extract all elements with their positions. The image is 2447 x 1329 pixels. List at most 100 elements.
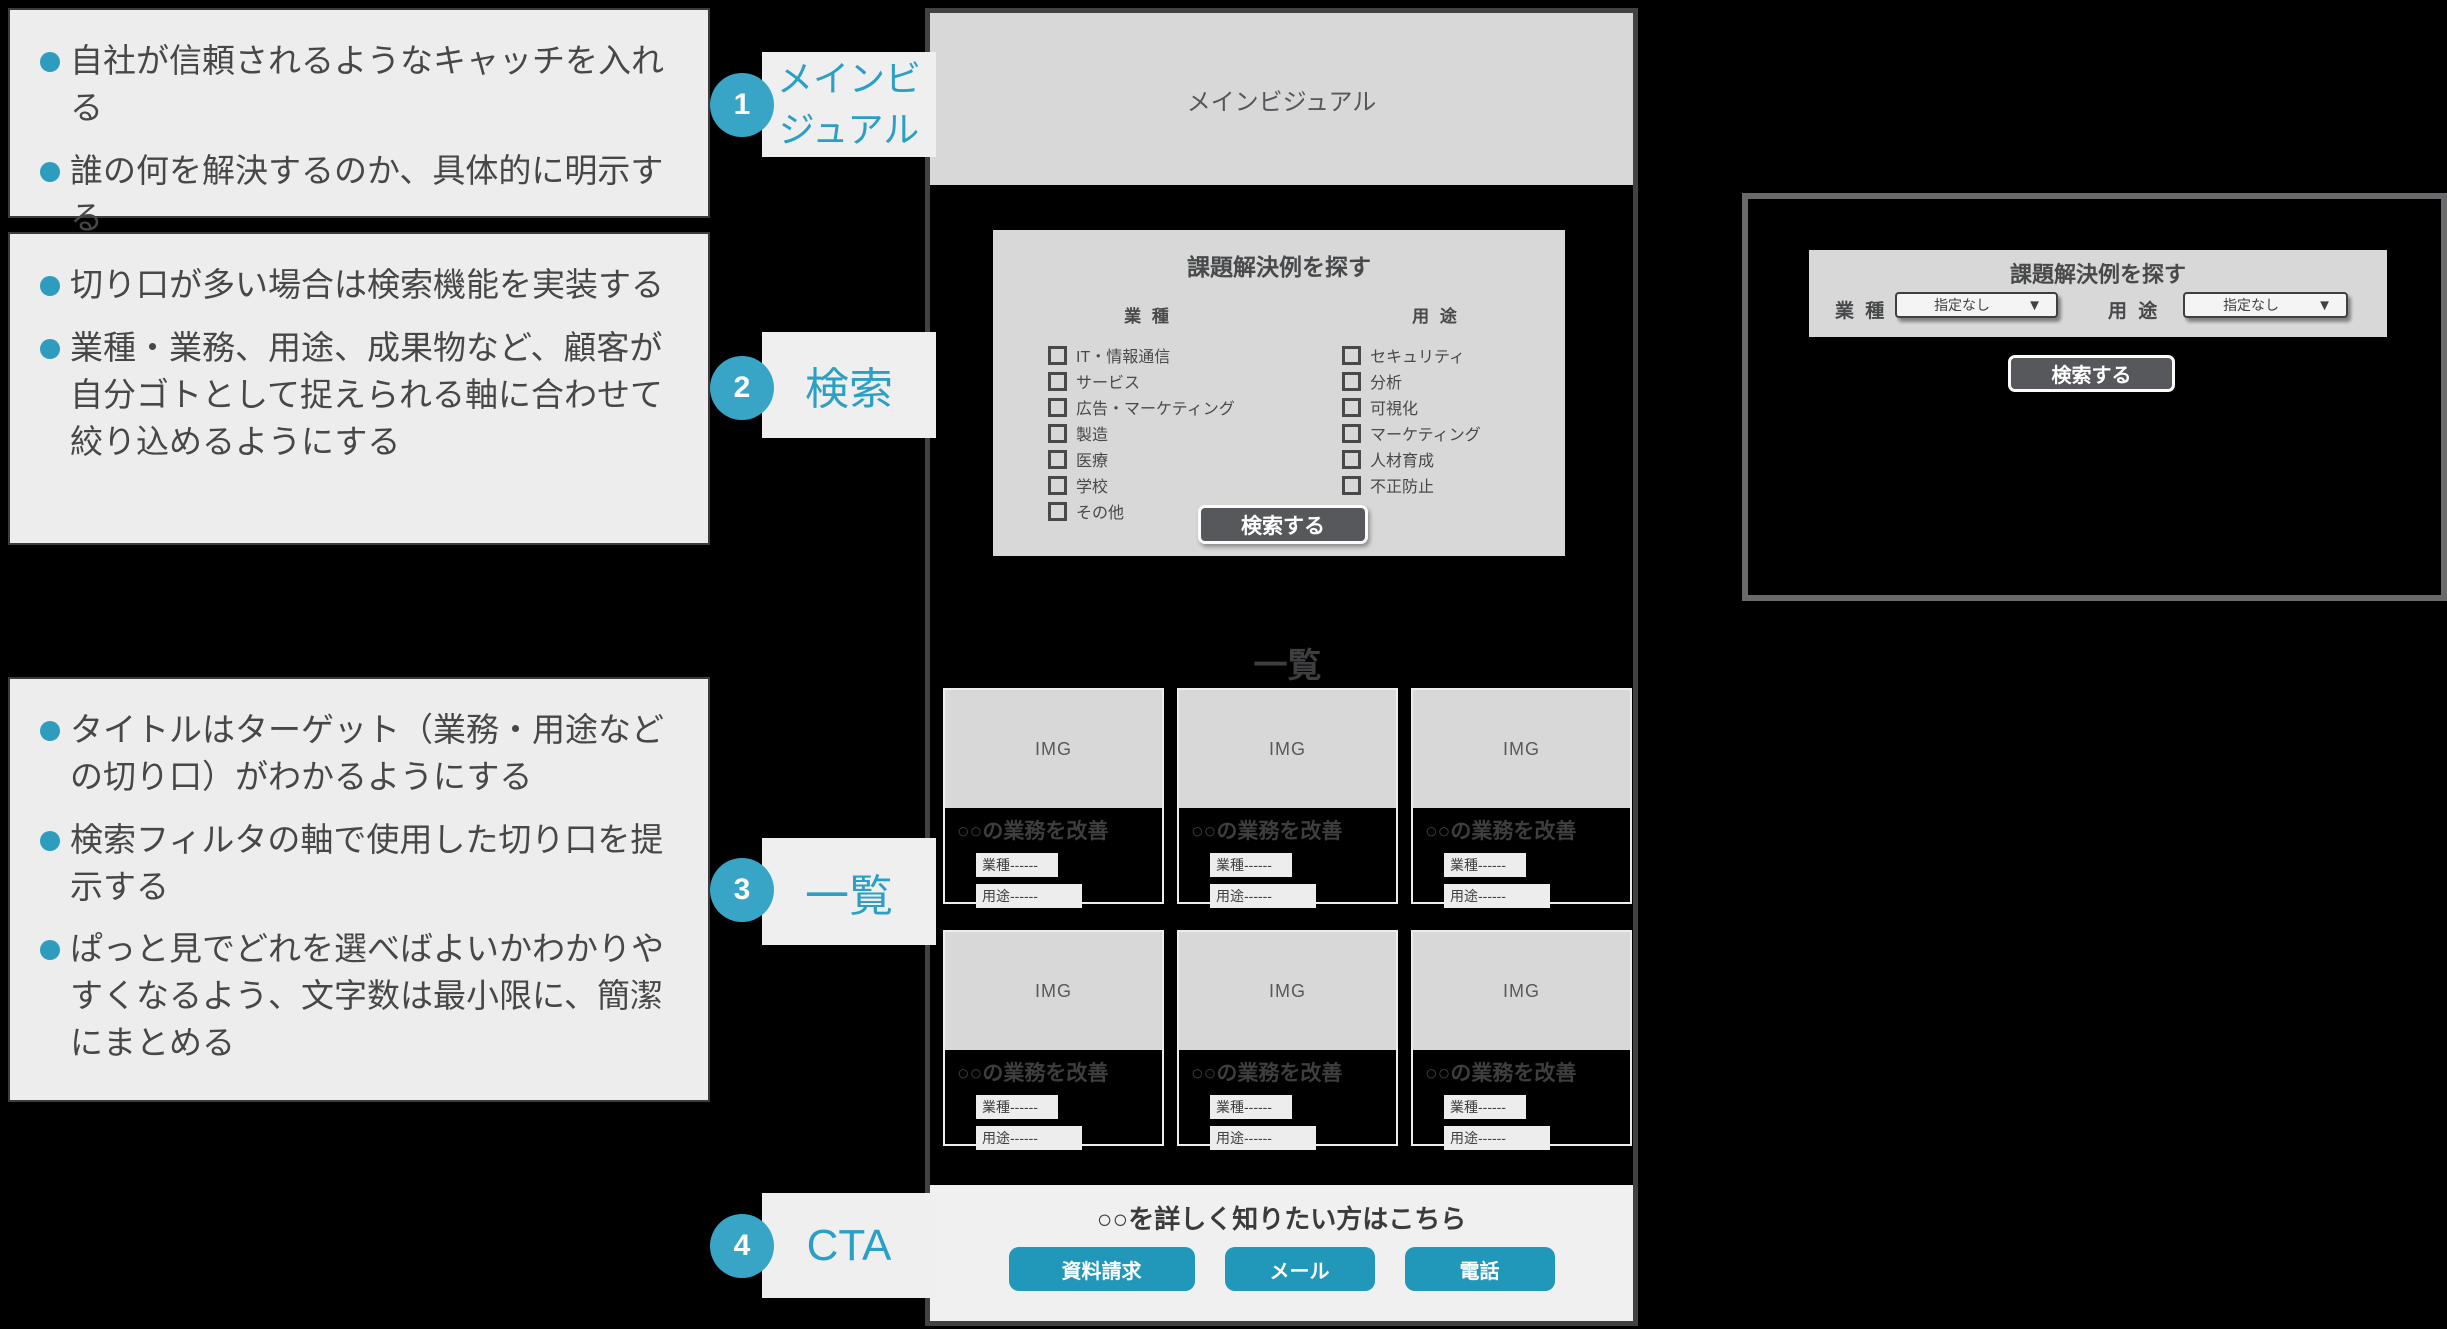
checkbox-row[interactable]: 製造 bbox=[1048, 420, 1288, 446]
note-item: 自社が信頼されるようなキャッチを入れる bbox=[40, 38, 682, 132]
industry-dropdown[interactable]: 指定なし ▼ bbox=[1895, 292, 2058, 318]
example-card[interactable]: IMG ○○の業務を改善 業種------ 用途------ bbox=[943, 930, 1164, 1150]
bullet-icon bbox=[40, 830, 60, 851]
badge-number: 4 bbox=[733, 1229, 751, 1262]
card-tag-usage: 用途------ bbox=[976, 884, 1082, 908]
cta-button-row: 資料請求 メール 電話 bbox=[930, 1247, 1633, 1291]
card-image-label: IMG bbox=[1035, 980, 1072, 1001]
checkbox-icon[interactable] bbox=[1048, 501, 1067, 521]
card-title: ○○の業務を改善 bbox=[957, 820, 1109, 843]
card-title: ○○の業務を改善 bbox=[1191, 1062, 1343, 1085]
checkbox-icon[interactable] bbox=[1048, 449, 1067, 469]
card-image-placeholder: IMG bbox=[1179, 932, 1396, 1050]
example-card[interactable]: IMG ○○の業務を改善 業種------ 用途------ bbox=[943, 688, 1164, 908]
note-text: 切り口が多い場合は検索機能を実装する bbox=[70, 266, 664, 303]
checkbox-icon[interactable] bbox=[1342, 345, 1361, 365]
section-label-list: 一覧 bbox=[762, 838, 936, 945]
card-title: ○○の業務を改善 bbox=[1191, 820, 1343, 843]
compact-search-button[interactable]: 検索する bbox=[2008, 355, 2175, 392]
checkbox-label: 可視化 bbox=[1370, 401, 1419, 418]
checkbox-row[interactable]: マーケティング bbox=[1342, 420, 1582, 446]
note-box-search: 切り口が多い場合は検索機能を実装する 業種・業務、用途、成果物など、顧客が自分ゴ… bbox=[8, 232, 710, 545]
card-image-label: IMG bbox=[1269, 738, 1306, 759]
example-card[interactable]: IMG ○○の業務を改善 業種------ 用途------ bbox=[1411, 930, 1632, 1150]
card-image-placeholder: IMG bbox=[1179, 690, 1396, 808]
cta-heading: ○○を詳しく知りたい方はこちら bbox=[1096, 1204, 1467, 1234]
compact-search-button-label: 検索する bbox=[2051, 365, 2132, 387]
checkbox-row[interactable]: その他 bbox=[1048, 498, 1288, 524]
usage-field-label: 用 途 bbox=[2108, 301, 2161, 322]
card-tag-industry: 業種------ bbox=[1444, 853, 1526, 877]
card-title: ○○の業務を改善 bbox=[1425, 820, 1577, 843]
card-tag-usage: 用途------ bbox=[1444, 884, 1550, 908]
checkbox-icon[interactable] bbox=[1048, 397, 1067, 417]
card-tag-industry: 業種------ bbox=[1210, 853, 1292, 877]
bullet-icon bbox=[40, 161, 60, 182]
checkbox-label: IT・情報通信 bbox=[1076, 349, 1171, 366]
example-card[interactable]: IMG ○○の業務を改善 業種------ 用途------ bbox=[1177, 688, 1398, 908]
search-title: 課題解決例を探す bbox=[1187, 254, 1371, 280]
note-item: 切り口が多い場合は検索機能を実装する bbox=[40, 262, 682, 309]
example-card[interactable]: IMG ○○の業務を改善 業種------ 用途------ bbox=[1411, 688, 1632, 908]
checkbox-row[interactable]: 人材育成 bbox=[1342, 446, 1582, 472]
dropdown-arrow-icon: ▼ bbox=[2317, 296, 2332, 314]
checkbox-icon[interactable] bbox=[1048, 475, 1067, 495]
note-text: 検索フィルタの軸で使用した切り口を提示する bbox=[70, 820, 664, 905]
card-image-label: IMG bbox=[1269, 980, 1306, 1001]
cta-button-label: メール bbox=[1269, 1260, 1330, 1283]
checkbox-label: マーケティング bbox=[1370, 427, 1481, 444]
checkbox-icon[interactable] bbox=[1048, 345, 1067, 365]
checkbox-icon[interactable] bbox=[1048, 423, 1067, 443]
card-tag-usage: 用途------ bbox=[1210, 1126, 1316, 1150]
checkbox-label: 医療 bbox=[1076, 453, 1109, 470]
note-text: 自社が信頼されるようなキャッチを入れる bbox=[70, 42, 664, 126]
card-image-label: IMG bbox=[1503, 980, 1540, 1001]
search-button-label: 検索する bbox=[1241, 514, 1325, 538]
checkbox-label: セキュリティ bbox=[1370, 349, 1466, 366]
usage-dropdown[interactable]: 指定なし ▼ bbox=[2183, 292, 2348, 318]
bullet-icon bbox=[40, 721, 60, 741]
usage-column-header: 用 途 bbox=[1412, 307, 1460, 326]
checkbox-icon[interactable] bbox=[1342, 423, 1361, 443]
checkbox-row[interactable]: セキュリティ bbox=[1342, 342, 1582, 368]
checkbox-row[interactable]: 分析 bbox=[1342, 368, 1582, 394]
section-label-search: 検索 bbox=[762, 332, 936, 438]
checkbox-row[interactable]: 不正防止 bbox=[1342, 472, 1582, 498]
cta-button-document-request[interactable]: 資料請求 bbox=[1008, 1247, 1195, 1291]
badge-number: 3 bbox=[733, 873, 751, 906]
checkbox-row[interactable]: 学校 bbox=[1048, 472, 1288, 498]
industry-dropdown-value: 指定なし bbox=[1934, 297, 1991, 313]
checkbox-label: 人材育成 bbox=[1370, 453, 1435, 470]
checkbox-label: 学校 bbox=[1076, 479, 1109, 496]
checkbox-label: 不正防止 bbox=[1370, 479, 1435, 496]
checkbox-row[interactable]: 可視化 bbox=[1342, 394, 1582, 420]
checkbox-icon[interactable] bbox=[1048, 371, 1067, 391]
checkbox-icon[interactable] bbox=[1342, 371, 1361, 391]
example-card[interactable]: IMG ○○の業務を改善 業種------ 用途------ bbox=[1177, 930, 1398, 1150]
card-tag-usage: 用途------ bbox=[1444, 1126, 1550, 1150]
checkbox-icon[interactable] bbox=[1342, 397, 1361, 417]
compact-search-panel: 課題解決例を探す 業 種 指定なし ▼ 用 途 指定なし ▼ bbox=[1809, 250, 2387, 337]
note-item: ぱっと見でどれを選べばよいかわかりやすくなるよう、文字数は最小限に、簡潔にまとめ… bbox=[40, 926, 682, 1067]
main-visual-placeholder: メインビジュアル bbox=[930, 13, 1633, 185]
checkbox-icon[interactable] bbox=[1342, 449, 1361, 469]
note-text: タイトルはターゲット（業務・用途などの切り口）がわかるようにする bbox=[70, 711, 664, 795]
checkbox-row[interactable]: 医療 bbox=[1048, 446, 1288, 472]
card-image-placeholder: IMG bbox=[1413, 690, 1630, 808]
checkbox-icon[interactable] bbox=[1342, 475, 1361, 495]
card-tag-industry: 業種------ bbox=[1210, 1095, 1292, 1119]
cta-button-mail[interactable]: メール bbox=[1224, 1247, 1375, 1291]
usage-dropdown-value: 指定なし bbox=[2223, 297, 2280, 313]
cta-button-phone[interactable]: 電話 bbox=[1404, 1247, 1555, 1291]
checkbox-row[interactable]: サービス bbox=[1048, 368, 1288, 394]
card-image-label: IMG bbox=[1503, 738, 1540, 759]
checkbox-label: その他 bbox=[1076, 505, 1125, 522]
bullet-icon bbox=[40, 338, 60, 359]
note-item: 検索フィルタの軸で使用した切り口を提示する bbox=[40, 817, 682, 911]
bullet-icon bbox=[40, 276, 60, 296]
checkbox-row[interactable]: IT・情報通信 bbox=[1048, 342, 1288, 368]
search-button[interactable]: 検索する bbox=[1198, 505, 1368, 544]
card-title: ○○の業務を改善 bbox=[1425, 1062, 1577, 1085]
checkbox-row[interactable]: 広告・マーケティング bbox=[1048, 394, 1288, 420]
card-image-label: IMG bbox=[1035, 738, 1072, 759]
